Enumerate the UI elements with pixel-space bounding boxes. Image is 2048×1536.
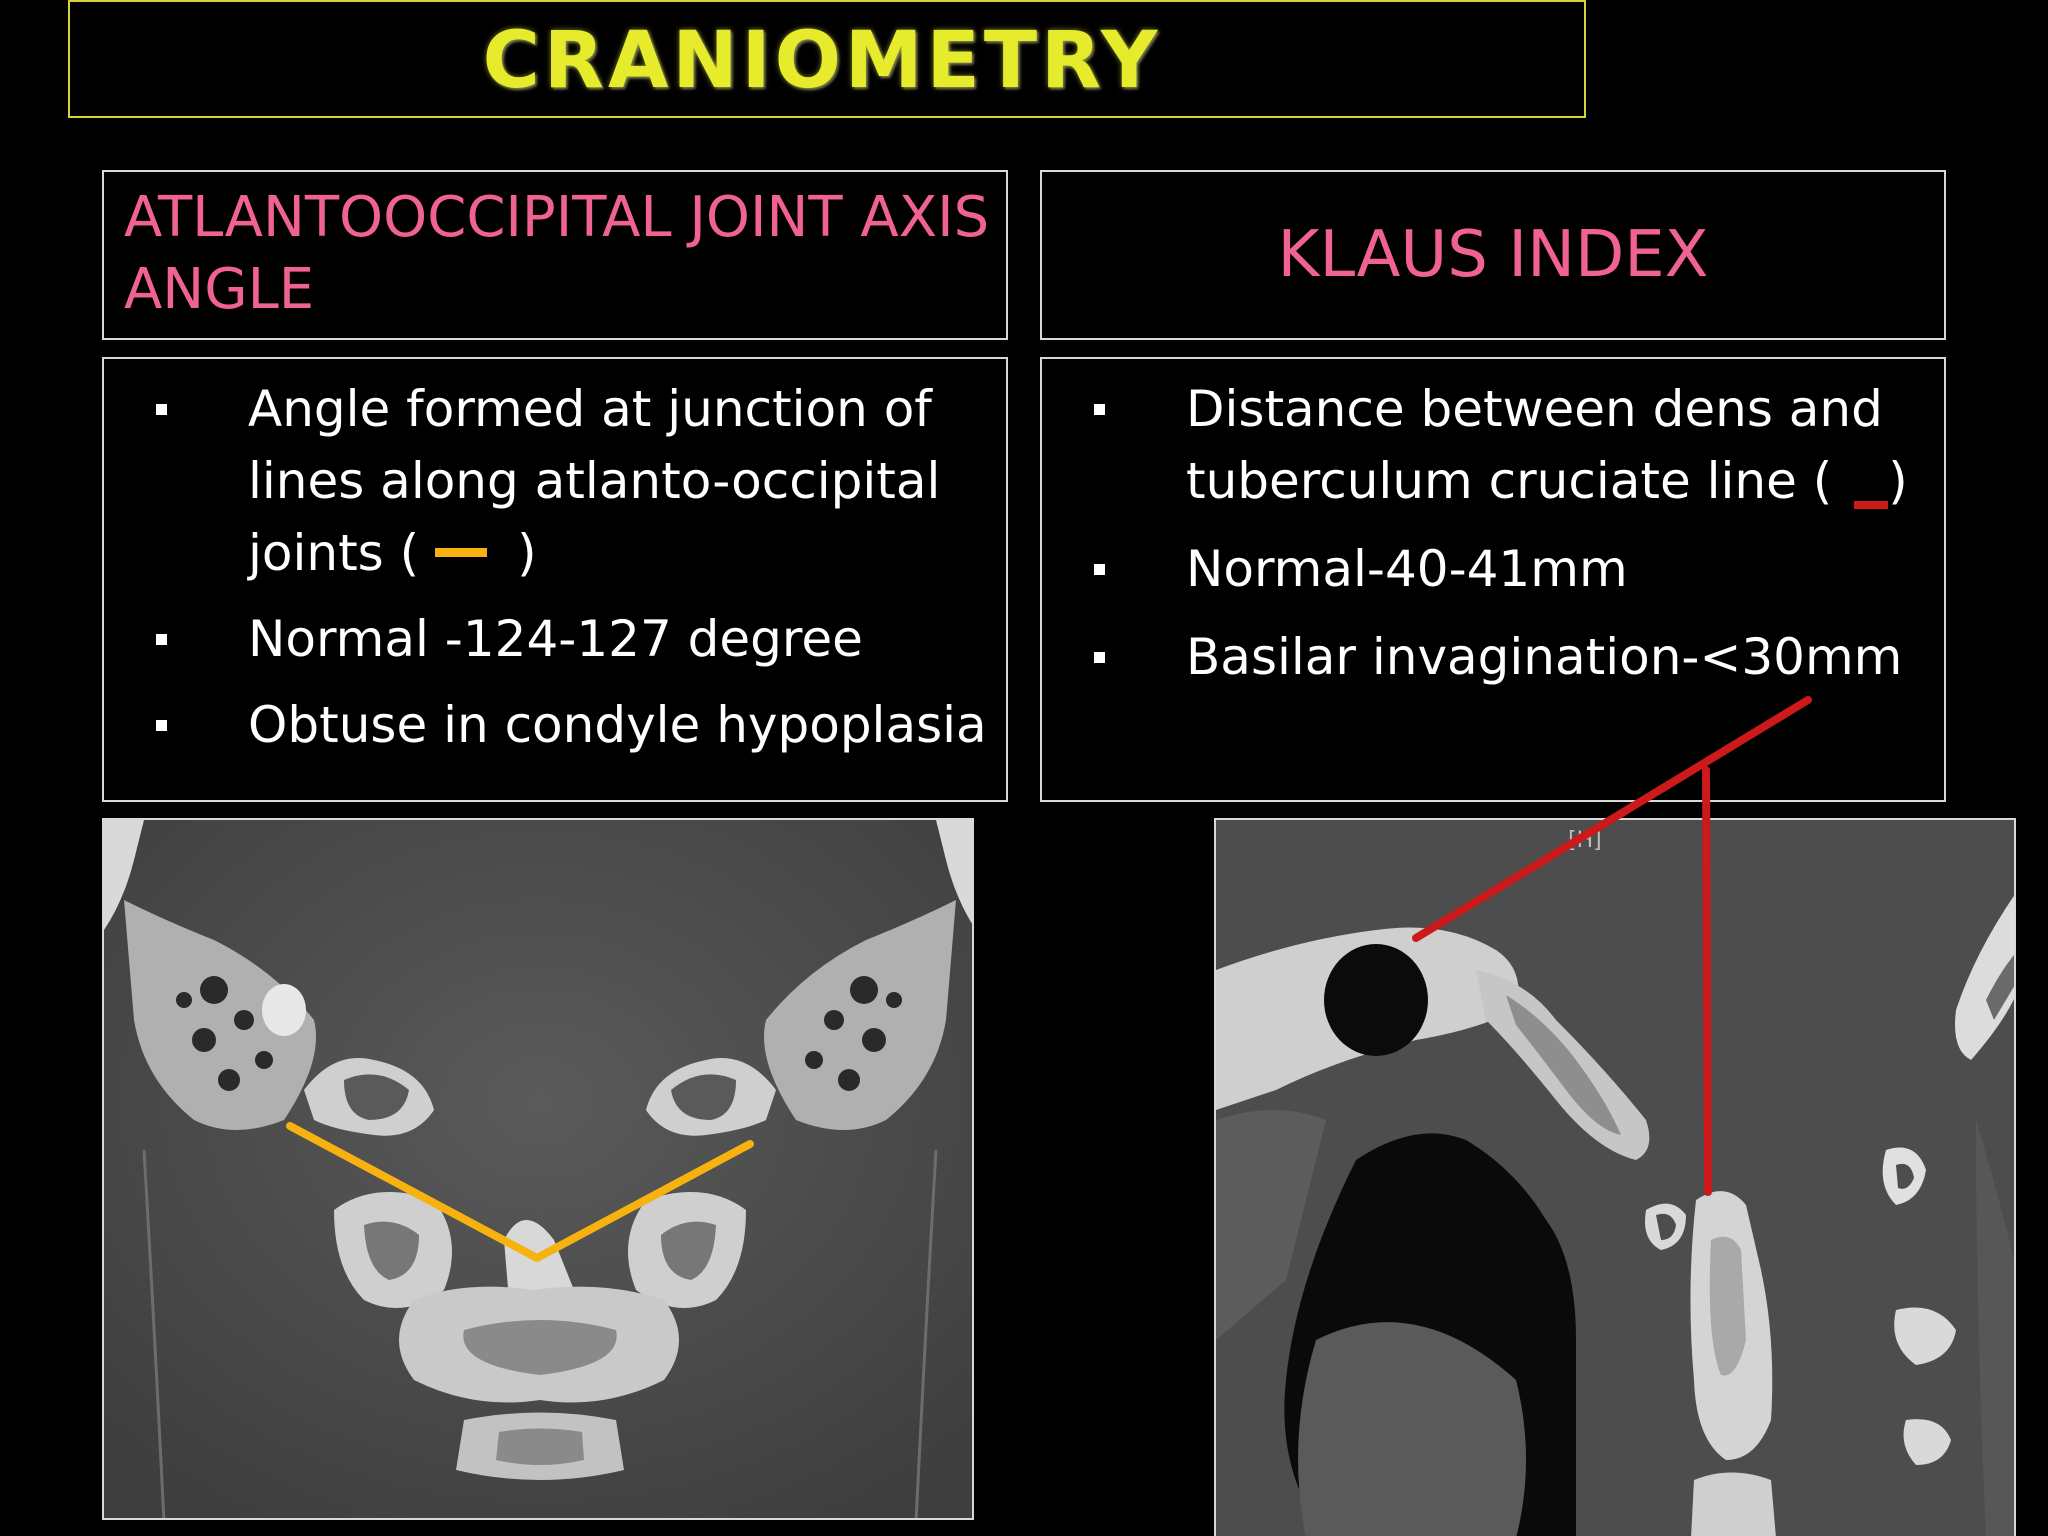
yellow-line-legend-icon (435, 548, 488, 557)
bullet-text: Normal-40-41mm (1186, 540, 1628, 598)
sagittal-ct-illustration (1216, 820, 2014, 1536)
bullet-text-end: ) (1888, 452, 1908, 510)
bullet-marker-icon (156, 720, 167, 731)
bullet-marker-icon (156, 634, 167, 645)
right-bullet-box: Distance between dens and tuberculum cru… (1040, 357, 1946, 802)
list-item: Basilar invagination-<30mm (1042, 621, 1942, 693)
left-bullet-list: Angle formed at junction of lines along … (104, 373, 1004, 775)
slide-title: CRANIOMETRY (482, 16, 1162, 106)
list-item: Normal -124-127 degree (104, 603, 1004, 675)
right-heading-box: KLAUS INDEX (1040, 170, 1946, 340)
coronal-ct-image (102, 818, 974, 1520)
left-heading-box: ATLANTOOCCIPITAL JOINT AXIS ANGLE (102, 170, 1008, 340)
bullet-text: Angle formed at junction of lines along … (248, 380, 941, 582)
bullet-marker-icon (1094, 404, 1105, 415)
bullet-text: Obtuse in condyle hypoplasia (248, 696, 987, 754)
bullet-marker-icon (156, 404, 167, 415)
list-item: Distance between dens and tuberculum cru… (1042, 373, 1942, 517)
right-heading: KLAUS INDEX (1277, 218, 1709, 292)
right-bullet-list: Distance between dens and tuberculum cru… (1042, 373, 1942, 709)
red-line-legend-icon (1854, 501, 1889, 509)
list-item: Angle formed at junction of lines along … (104, 373, 1004, 589)
title-box: CRANIOMETRY (68, 0, 1586, 118)
bullet-text: Basilar invagination-<30mm (1186, 628, 1903, 686)
bullet-text-end: ) (517, 524, 537, 582)
left-bullet-box: Angle formed at junction of lines along … (102, 357, 1008, 802)
list-item: Obtuse in condyle hypoplasia (104, 689, 1004, 761)
sagittal-ct-image (1214, 818, 2016, 1536)
orientation-tag: [H] (1568, 828, 1602, 853)
bullet-marker-icon (1094, 652, 1105, 663)
bullet-marker-icon (1094, 564, 1105, 575)
bullet-text: Normal -124-127 degree (248, 610, 863, 668)
list-item: Normal-40-41mm (1042, 533, 1942, 605)
left-heading: ATLANTOOCCIPITAL JOINT AXIS ANGLE (124, 185, 990, 322)
bullet-text: Distance between dens and tuberculum cru… (1186, 380, 1883, 510)
coronal-ct-illustration (104, 820, 972, 1518)
